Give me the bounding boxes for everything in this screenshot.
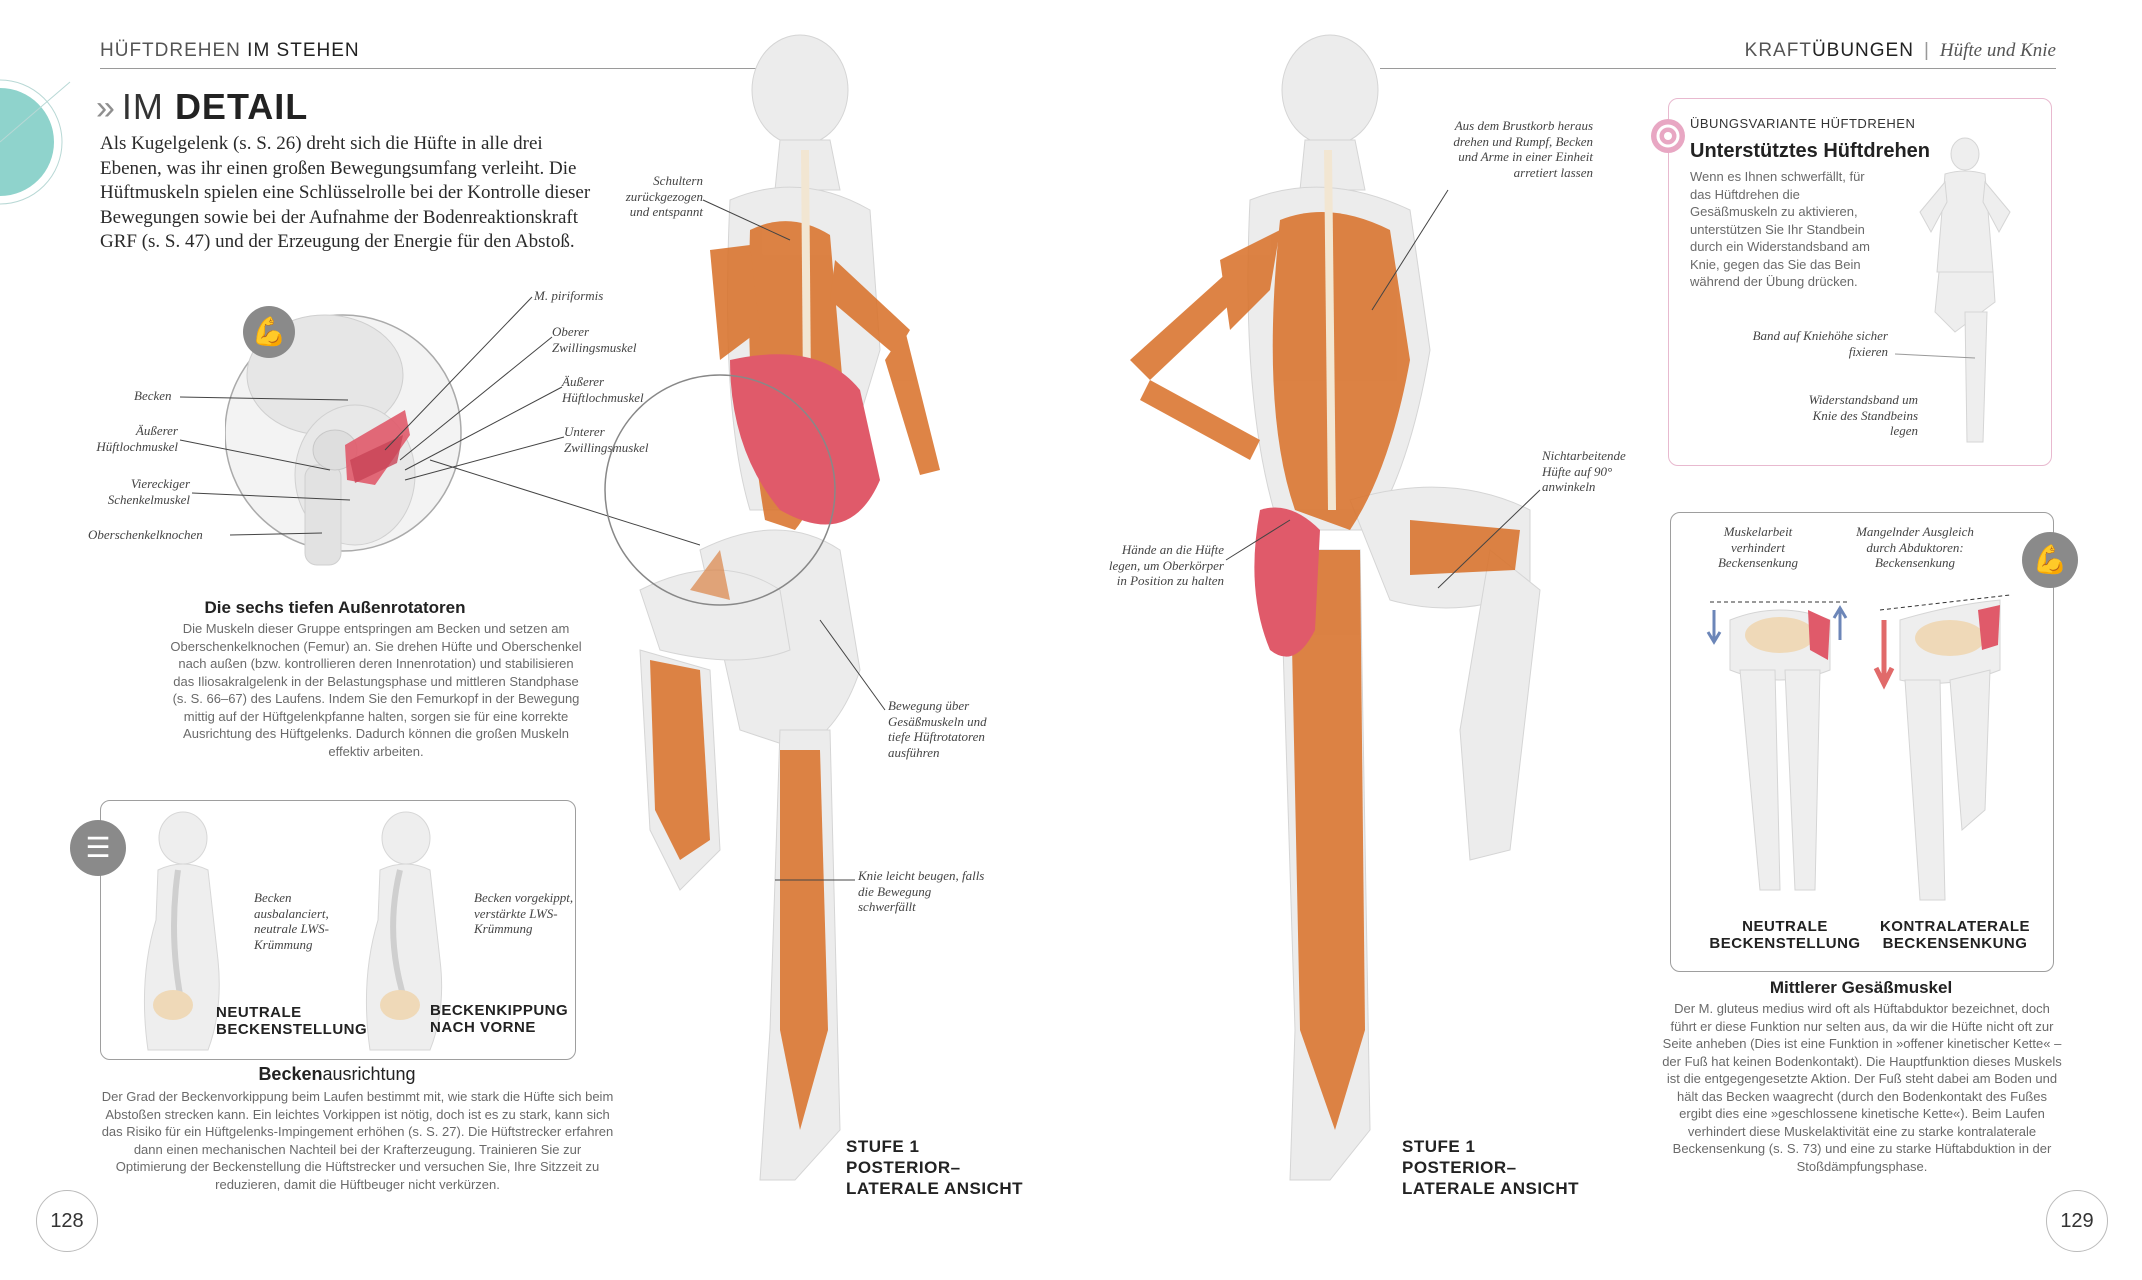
- ribcage-icon: ☰: [70, 820, 126, 876]
- header-right-light: KRAFT: [1744, 40, 1812, 61]
- variant-text: Wenn es Ihnen schwerfällt, für das Hüftd…: [1690, 169, 1870, 289]
- header-rule-right: [1380, 68, 2056, 69]
- pelvis-text: Der Grad der Beckenvorkippung beim Laufe…: [101, 1089, 614, 1192]
- gluteus-heading: Mittlerer Gesäßmuskel: [1769, 978, 1953, 997]
- label-oberschenkelknochen: Oberschenkelknochen: [88, 527, 203, 542]
- label-brustkorb: Aus dem Brustkorb heraus drehen und Rump…: [1453, 118, 1593, 180]
- label-becken: Becken: [134, 388, 172, 403]
- pelvis-note-left: Becken ausbalanciert, neutrale LWS-Krümm…: [254, 890, 329, 952]
- variant-eyebrow: ÜBUNGSVARIANTE HÜFTDREHEN: [1690, 116, 1916, 131]
- figure-left-anatomy: [604, 34, 940, 1181]
- hip-leader-lines: [179, 296, 700, 546]
- hip-detail-heading: Die sechs tiefen Außenrotatoren: [204, 598, 466, 617]
- figure-left-caption: STUFE 1 POSTERIOR– LATERALE ANSICHT: [846, 1137, 1024, 1198]
- gluteus-caption-right: KONTRALATERALE BECKENSENKUNG: [1879, 918, 2031, 952]
- variant-label-band: Band auf Kniehöhe sicher fixieren: [1752, 328, 1888, 359]
- header-left-bold: IM STEHEN: [247, 40, 360, 61]
- pelvis-heading: Beckenausrichtung: [100, 1064, 574, 1085]
- header-right-bold: ÜBUNGEN: [1811, 40, 1914, 61]
- running-header-left: HÜFTDREHEN IM STEHEN: [100, 40, 360, 62]
- flexed-arm-icon: 💪: [243, 306, 295, 358]
- gluteus-text: Der M. gluteus medius wird oft als Hüfta…: [1662, 1001, 2062, 1174]
- pelvis-alignment-box: [100, 800, 576, 1060]
- gluteus-note-left: Muskelarbeit verhindert Beckensenkung: [1717, 524, 1799, 570]
- pelvis-heading-bold: Becken: [258, 1064, 323, 1084]
- hip-detail-text: Die Muskeln dieser Gruppe entspringen am…: [170, 621, 582, 759]
- pelvis-caption-left: NEUTRALE BECKENSTELLUNG: [216, 1004, 368, 1038]
- page-number-left: 128: [36, 1190, 98, 1252]
- label-nichtarbeitende-huefte: Nichtarbeitende Hüfte auf 90° anwinkeln: [1542, 448, 1626, 494]
- spine-figures: [143, 811, 443, 1051]
- gluteus-box: [1670, 512, 2054, 972]
- section-title-light: IM: [121, 86, 164, 127]
- pelvis-note-right: Becken vorgekippt, verstärkte LWS-Krümmu…: [474, 890, 574, 936]
- header-left-light: HÜFTDREHEN: [100, 40, 241, 61]
- figure-right-caption: STUFE 1 POSTERIOR– LATERALE ANSICHT: [1402, 1137, 1580, 1198]
- variant-label-widerstandsband: Widerstandsband um Knie des Standbeins l…: [1808, 392, 1918, 438]
- section-title: »IM DETAIL: [96, 86, 308, 128]
- label-knie: Knie leicht beugen, falls die Bewegung s…: [858, 868, 985, 914]
- intro-paragraph: Als Kugelgelenk (s. S. 26) dreht sich di…: [100, 133, 591, 252]
- double-chevron-icon: »: [96, 89, 116, 127]
- figure-right-leader-lines: [1225, 189, 1541, 589]
- header-rule-left: [100, 68, 760, 69]
- variant-heading: Unterstütztes Hüftdrehen: [1690, 140, 1931, 162]
- label-piriformis: M. piriformis: [534, 288, 604, 303]
- variant-box: [1668, 98, 2052, 466]
- label-viereckiger-schenkelmuskel: Viereckiger Schenkelmuskel: [107, 476, 190, 507]
- label-schultern: Schultern zurückgezogen und entspannt: [625, 173, 703, 219]
- target-circle-icon: [1651, 119, 1685, 153]
- flexed-arm-icon-2: 💪: [2022, 532, 2078, 588]
- label-oberer-zwillingsmuskel: Oberer Zwillingsmuskel: [552, 324, 637, 355]
- variant-figure: [1895, 137, 2011, 443]
- header-right-sub: Hüfte und Knie: [1939, 40, 2056, 61]
- label-aeusserer-hueftlochmuskel-left: Äußerer Hüftlochmuskel: [96, 423, 178, 454]
- label-unterer-zwillingsmuskel: Unterer Zwillingsmuskel: [564, 424, 649, 455]
- page-number-right: 129: [2046, 1190, 2108, 1252]
- pelvis-heading-light: ausrichtung: [322, 1064, 416, 1084]
- pelvis-caption-right: BECKENKIPPUNG NACH VORNE: [430, 1002, 569, 1036]
- gluteus-figures: [1706, 594, 2011, 901]
- gluteus-caption-left: NEUTRALE BECKENSTELLUNG: [1709, 918, 1861, 952]
- label-aeusserer-hueftlochmuskel-right: Äußerer Hüftlochmuskel: [562, 374, 644, 405]
- teal-corner-circle: [0, 79, 71, 205]
- figure-right-anatomy: [1130, 34, 1541, 1181]
- running-header-right: KRAFTÜBUNGEN|Hüfte und Knie: [1744, 40, 2056, 61]
- label-bewegung: Bewegung über Gesäßmuskeln und tiefe Hüf…: [888, 698, 987, 760]
- label-haende: Hände an die Hüfte legen, um Oberkörper …: [1108, 542, 1224, 588]
- gluteus-note-right: Mangelnder Ausgleich durch Abduktoren: B…: [1856, 524, 1974, 570]
- figure-left-leader-lines: [702, 199, 886, 881]
- section-title-bold: DETAIL: [174, 86, 309, 127]
